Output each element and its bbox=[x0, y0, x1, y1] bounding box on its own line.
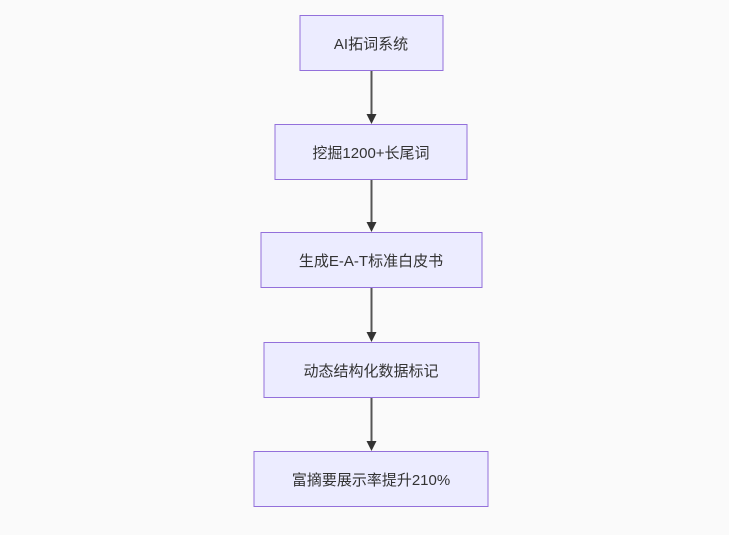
arrow-down-icon bbox=[366, 398, 376, 451]
flow-edge-arrow bbox=[365, 398, 377, 451]
flow-node-dynamic-structured-data-markup: 动态结构化数据标记 bbox=[263, 342, 479, 398]
flow-node-ai-word-expansion-system: AI拓词系统 bbox=[299, 15, 443, 71]
arrow-down-icon bbox=[366, 71, 376, 124]
arrow-down-icon bbox=[366, 288, 376, 342]
flowchart-column: AI拓词系统 挖掘1200+长尾词 生成E-A-T标准白皮书 动态结构化数据标记 bbox=[253, 15, 489, 507]
flow-edge-arrow bbox=[365, 180, 377, 232]
flow-edge-arrow bbox=[365, 71, 377, 124]
arrow-down-icon bbox=[366, 180, 376, 232]
flow-node-eat-standard-whitepaper: 生成E-A-T标准白皮书 bbox=[260, 232, 482, 288]
flow-edge-arrow bbox=[365, 288, 377, 342]
flow-node-longtail-keyword-mining: 挖掘1200+长尾词 bbox=[274, 124, 468, 180]
flow-node-rich-snippet-rate-increase: 富摘要展示率提升210% bbox=[253, 451, 489, 507]
